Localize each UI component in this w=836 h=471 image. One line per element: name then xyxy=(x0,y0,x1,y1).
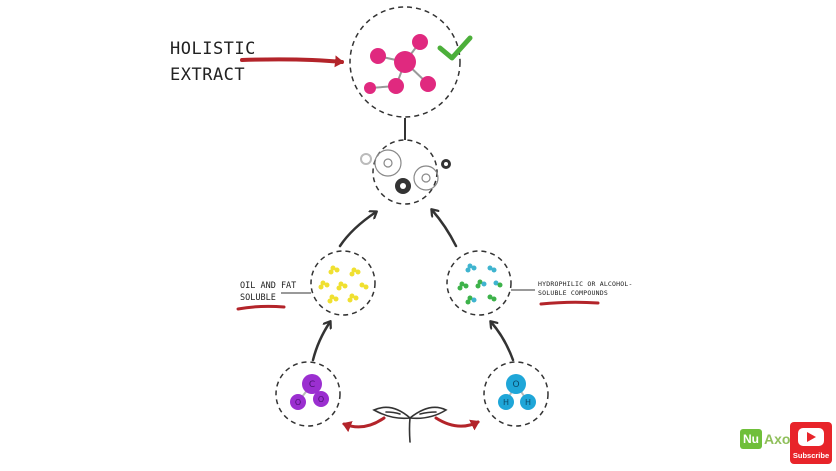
atom-label-o2: O xyxy=(318,395,324,404)
process-gears-circle xyxy=(360,139,451,205)
subscribe-button[interactable]: Subscribe xyxy=(790,422,832,464)
logo-rest: Axo xyxy=(764,431,791,447)
red-arrow-to-co2 xyxy=(342,416,386,433)
atom-label-h2: H xyxy=(525,398,531,407)
check-icon xyxy=(437,35,473,61)
oil-molecules xyxy=(318,265,369,304)
holistic-label-line1: HOLISTIC xyxy=(170,39,256,59)
atom-label-h1: H xyxy=(503,398,509,407)
hydro-label-line2: SOLUBLE COMPOUNDS xyxy=(538,289,608,298)
atom-h-left xyxy=(498,394,514,410)
holistic-atoms xyxy=(364,34,436,94)
arrow-right-to-gears xyxy=(432,210,458,248)
oil-underline xyxy=(236,304,286,311)
red-arrow-to-water xyxy=(434,416,480,431)
atom-c xyxy=(302,374,322,394)
atom-h-right xyxy=(520,394,536,410)
arrow-water-to-hydro xyxy=(491,322,515,362)
arrow-left-to-gears xyxy=(338,212,376,248)
sprout-icon xyxy=(372,406,448,443)
subscribe-label: Subscribe xyxy=(792,451,830,460)
atom-o xyxy=(506,374,526,394)
hydro-label-line1: HYDROPHILIC OR ALCOHOL- xyxy=(538,280,633,288)
oil-soluble-circle xyxy=(310,250,376,316)
atom-label-o1: O xyxy=(295,398,301,407)
atom-o-right xyxy=(313,391,329,407)
hydro-molecules xyxy=(457,263,503,305)
water-circle: O H H xyxy=(483,361,549,427)
gear-small-icon xyxy=(360,153,372,165)
holistic-extract-circle xyxy=(349,6,473,118)
logo-nu: Nu xyxy=(740,429,762,449)
oil-label-line2: SOLUBLE xyxy=(240,292,276,303)
holistic-label-line2: EXTRACT xyxy=(170,64,246,85)
oil-label: OIL AND FAT SOLUBLE xyxy=(240,281,297,304)
hydro-underline xyxy=(539,300,600,306)
atom-o-left xyxy=(290,394,306,410)
atom-label-o: O xyxy=(512,380,519,390)
hydrophilic-circle xyxy=(446,250,512,316)
oil-label-line1: OIL AND FAT xyxy=(240,281,297,291)
holistic-red-arrow xyxy=(240,55,344,68)
gear-icon xyxy=(374,149,439,191)
holistic-label: HOLISTIC EXTRACT xyxy=(170,39,256,85)
nuaxon-logo: Nu Axo xyxy=(740,427,792,453)
hydro-label: HYDROPHILIC OR ALCOHOL- SOLUBLE COMPOUND… xyxy=(538,280,633,298)
atom-label-c: C xyxy=(309,380,315,390)
play-triangle-icon xyxy=(807,432,816,442)
arrow-co2-to-oil xyxy=(311,322,330,362)
gear-dark-icon xyxy=(395,159,451,194)
co2-circle: C O O xyxy=(275,361,341,427)
